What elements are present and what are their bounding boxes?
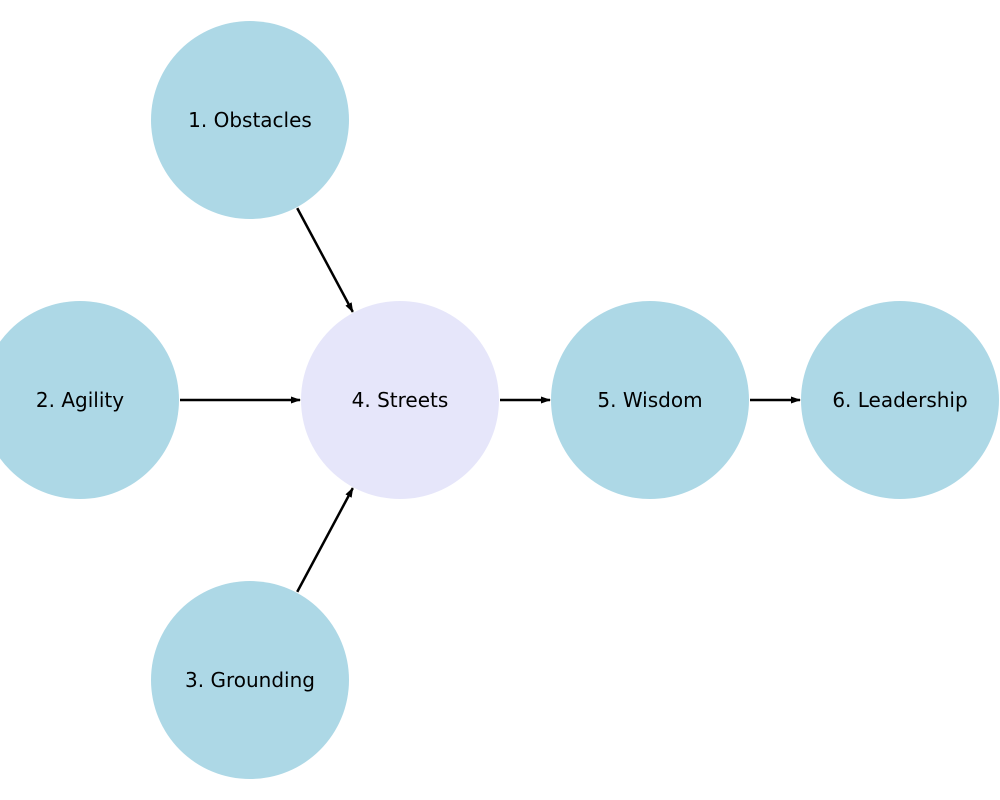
- node-circle-leadership: [801, 301, 999, 499]
- node-label-grounding: 3. Grounding: [185, 668, 315, 692]
- node-label-leadership: 6. Leadership: [832, 388, 967, 412]
- node-streets: 4. Streets: [301, 301, 499, 499]
- node-label-wisdom: 5. Wisdom: [597, 388, 702, 412]
- node-circle-streets: [301, 301, 499, 499]
- node-agility: 2. Agility: [0, 301, 179, 499]
- node-leadership: 6. Leadership: [801, 301, 999, 499]
- node-wisdom: 5. Wisdom: [551, 301, 749, 499]
- node-label-agility: 2. Agility: [36, 388, 124, 412]
- node-circle-agility: [0, 301, 179, 499]
- node-circle-wisdom: [551, 301, 749, 499]
- node-circle-obstacles: [151, 21, 349, 219]
- edge-obstacles-to-streets: [296, 207, 354, 313]
- node-obstacles: 1. Obstacles: [151, 21, 349, 219]
- nodes-layer: 1. Obstacles 2. Agility 3. Grounding 4. Str…: [0, 21, 999, 779]
- edge-grounding-to-streets: [296, 487, 354, 593]
- node-label-streets: 4. Streets: [352, 388, 449, 412]
- edges-layer: [180, 207, 801, 593]
- node-circle-grounding: [151, 581, 349, 779]
- node-label-obstacles: 1. Obstacles: [188, 108, 312, 132]
- node-grounding: 3. Grounding: [151, 581, 349, 779]
